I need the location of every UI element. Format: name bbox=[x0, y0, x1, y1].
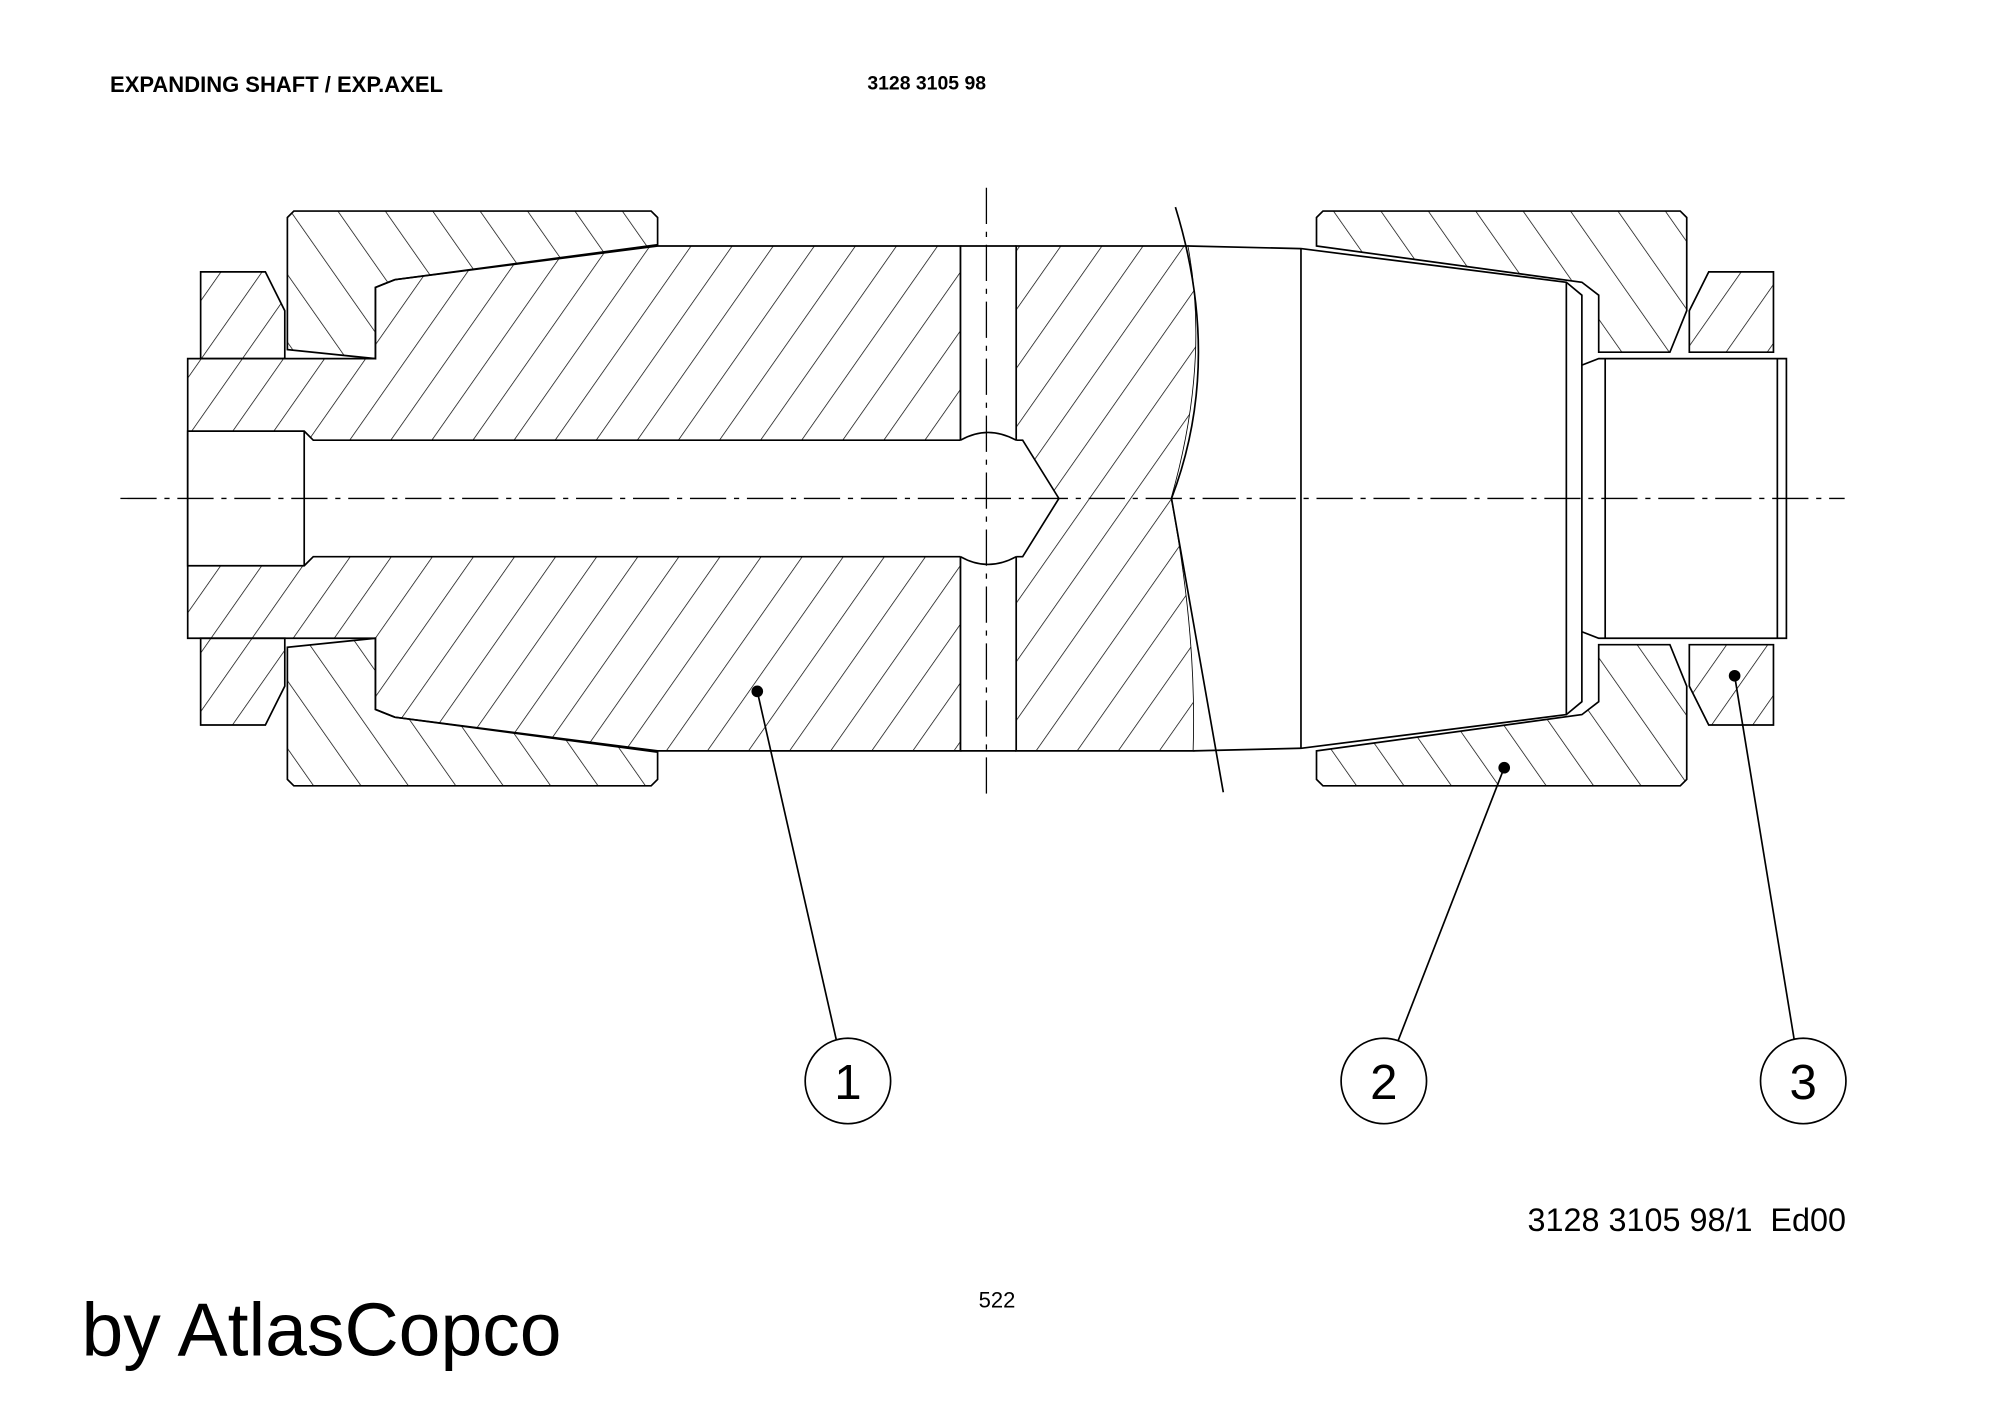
page-number: 522 bbox=[979, 1288, 1016, 1313]
left-lock-nut bbox=[199, 271, 286, 726]
callout-3-label: 3 bbox=[1790, 1055, 1817, 1110]
shaft-cone-body bbox=[1170, 206, 1788, 793]
callout-1-label: 1 bbox=[834, 1055, 861, 1110]
drawing-number: 3128 3105 98/1 Ed00 bbox=[1528, 1202, 1847, 1238]
brand-text: by AtlasCopco bbox=[82, 1287, 562, 1371]
callout-2: 2 bbox=[1340, 761, 1511, 1125]
lock-nut-part-3 bbox=[1688, 271, 1775, 726]
part-number: 3128 3105 98 bbox=[867, 72, 986, 94]
clamp-nut-part-2 bbox=[1315, 210, 1688, 787]
left-clamp-nut bbox=[286, 210, 659, 787]
callout-1: 1 bbox=[751, 685, 892, 1125]
drawing-title: EXPANDING SHAFT / EXP.AXEL bbox=[110, 72, 443, 97]
callout-3: 3 bbox=[1728, 669, 1847, 1125]
callout-2-label: 2 bbox=[1370, 1055, 1397, 1110]
